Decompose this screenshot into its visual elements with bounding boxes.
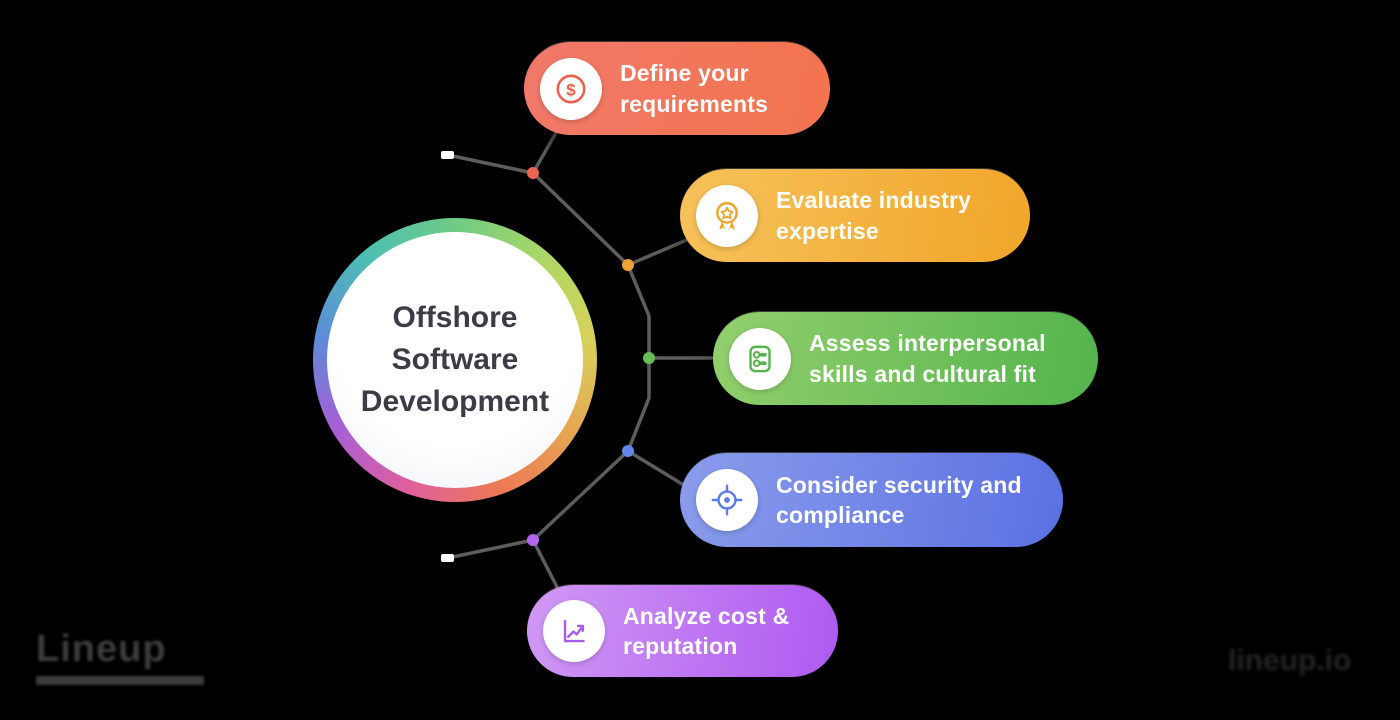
step-pill-industry-expertise: Evaluate industry expertise bbox=[680, 169, 1030, 262]
step-label: Consider security and compliance bbox=[776, 471, 1022, 528]
junction-dot-3 bbox=[643, 352, 655, 364]
step-label: Define your requirements bbox=[620, 60, 769, 117]
topic-title-line: Software bbox=[391, 343, 519, 376]
step-pill-security-compliance: Consider security and compliance bbox=[680, 453, 1063, 547]
topic-title-line: Development bbox=[360, 385, 550, 418]
connector-endpoint-bottom bbox=[441, 554, 454, 562]
connector-branch-4 bbox=[626, 449, 689, 489]
toggle-switches-icon bbox=[729, 327, 791, 390]
watermark-left: Lineup bbox=[36, 628, 204, 685]
hub-ring: Offshore Software Development bbox=[313, 218, 597, 502]
step-pill-cost-reputation: Analyze cost & reputation bbox=[527, 585, 838, 677]
connector-branch-2 bbox=[626, 237, 691, 267]
connector-branch-5 bbox=[531, 538, 559, 589]
step-label: Analyze cost & reputation bbox=[623, 602, 790, 659]
central-topic: Offshore Software Development bbox=[327, 232, 583, 488]
connector-endpoint-top bbox=[441, 151, 454, 159]
target-icon bbox=[696, 469, 758, 531]
junction-dot-1 bbox=[527, 167, 539, 179]
junction-dot-4 bbox=[622, 445, 634, 457]
line-chart-icon bbox=[543, 600, 605, 662]
junction-dot-2 bbox=[622, 259, 634, 271]
svg-text:$: $ bbox=[566, 80, 576, 99]
watermark-left-tagline-bar bbox=[36, 676, 204, 685]
dollar-circle-icon: $ bbox=[540, 57, 602, 120]
connector-branch-1 bbox=[531, 129, 559, 175]
step-label: Evaluate industry expertise bbox=[776, 187, 972, 244]
watermark-left-wordmark: Lineup bbox=[36, 628, 167, 670]
medal-icon bbox=[696, 184, 758, 247]
topic-title-line: Offshore bbox=[392, 301, 518, 334]
step-pill-define-requirements: $ Define your requirements bbox=[524, 42, 830, 135]
junction-dot-5 bbox=[527, 534, 539, 546]
step-pill-interpersonal-skills: Assess interpersonal skills and cultural… bbox=[713, 312, 1098, 405]
watermark-right: lineup.io bbox=[1228, 644, 1352, 677]
step-label: Assess interpersonal skills and cultural… bbox=[809, 330, 1046, 387]
